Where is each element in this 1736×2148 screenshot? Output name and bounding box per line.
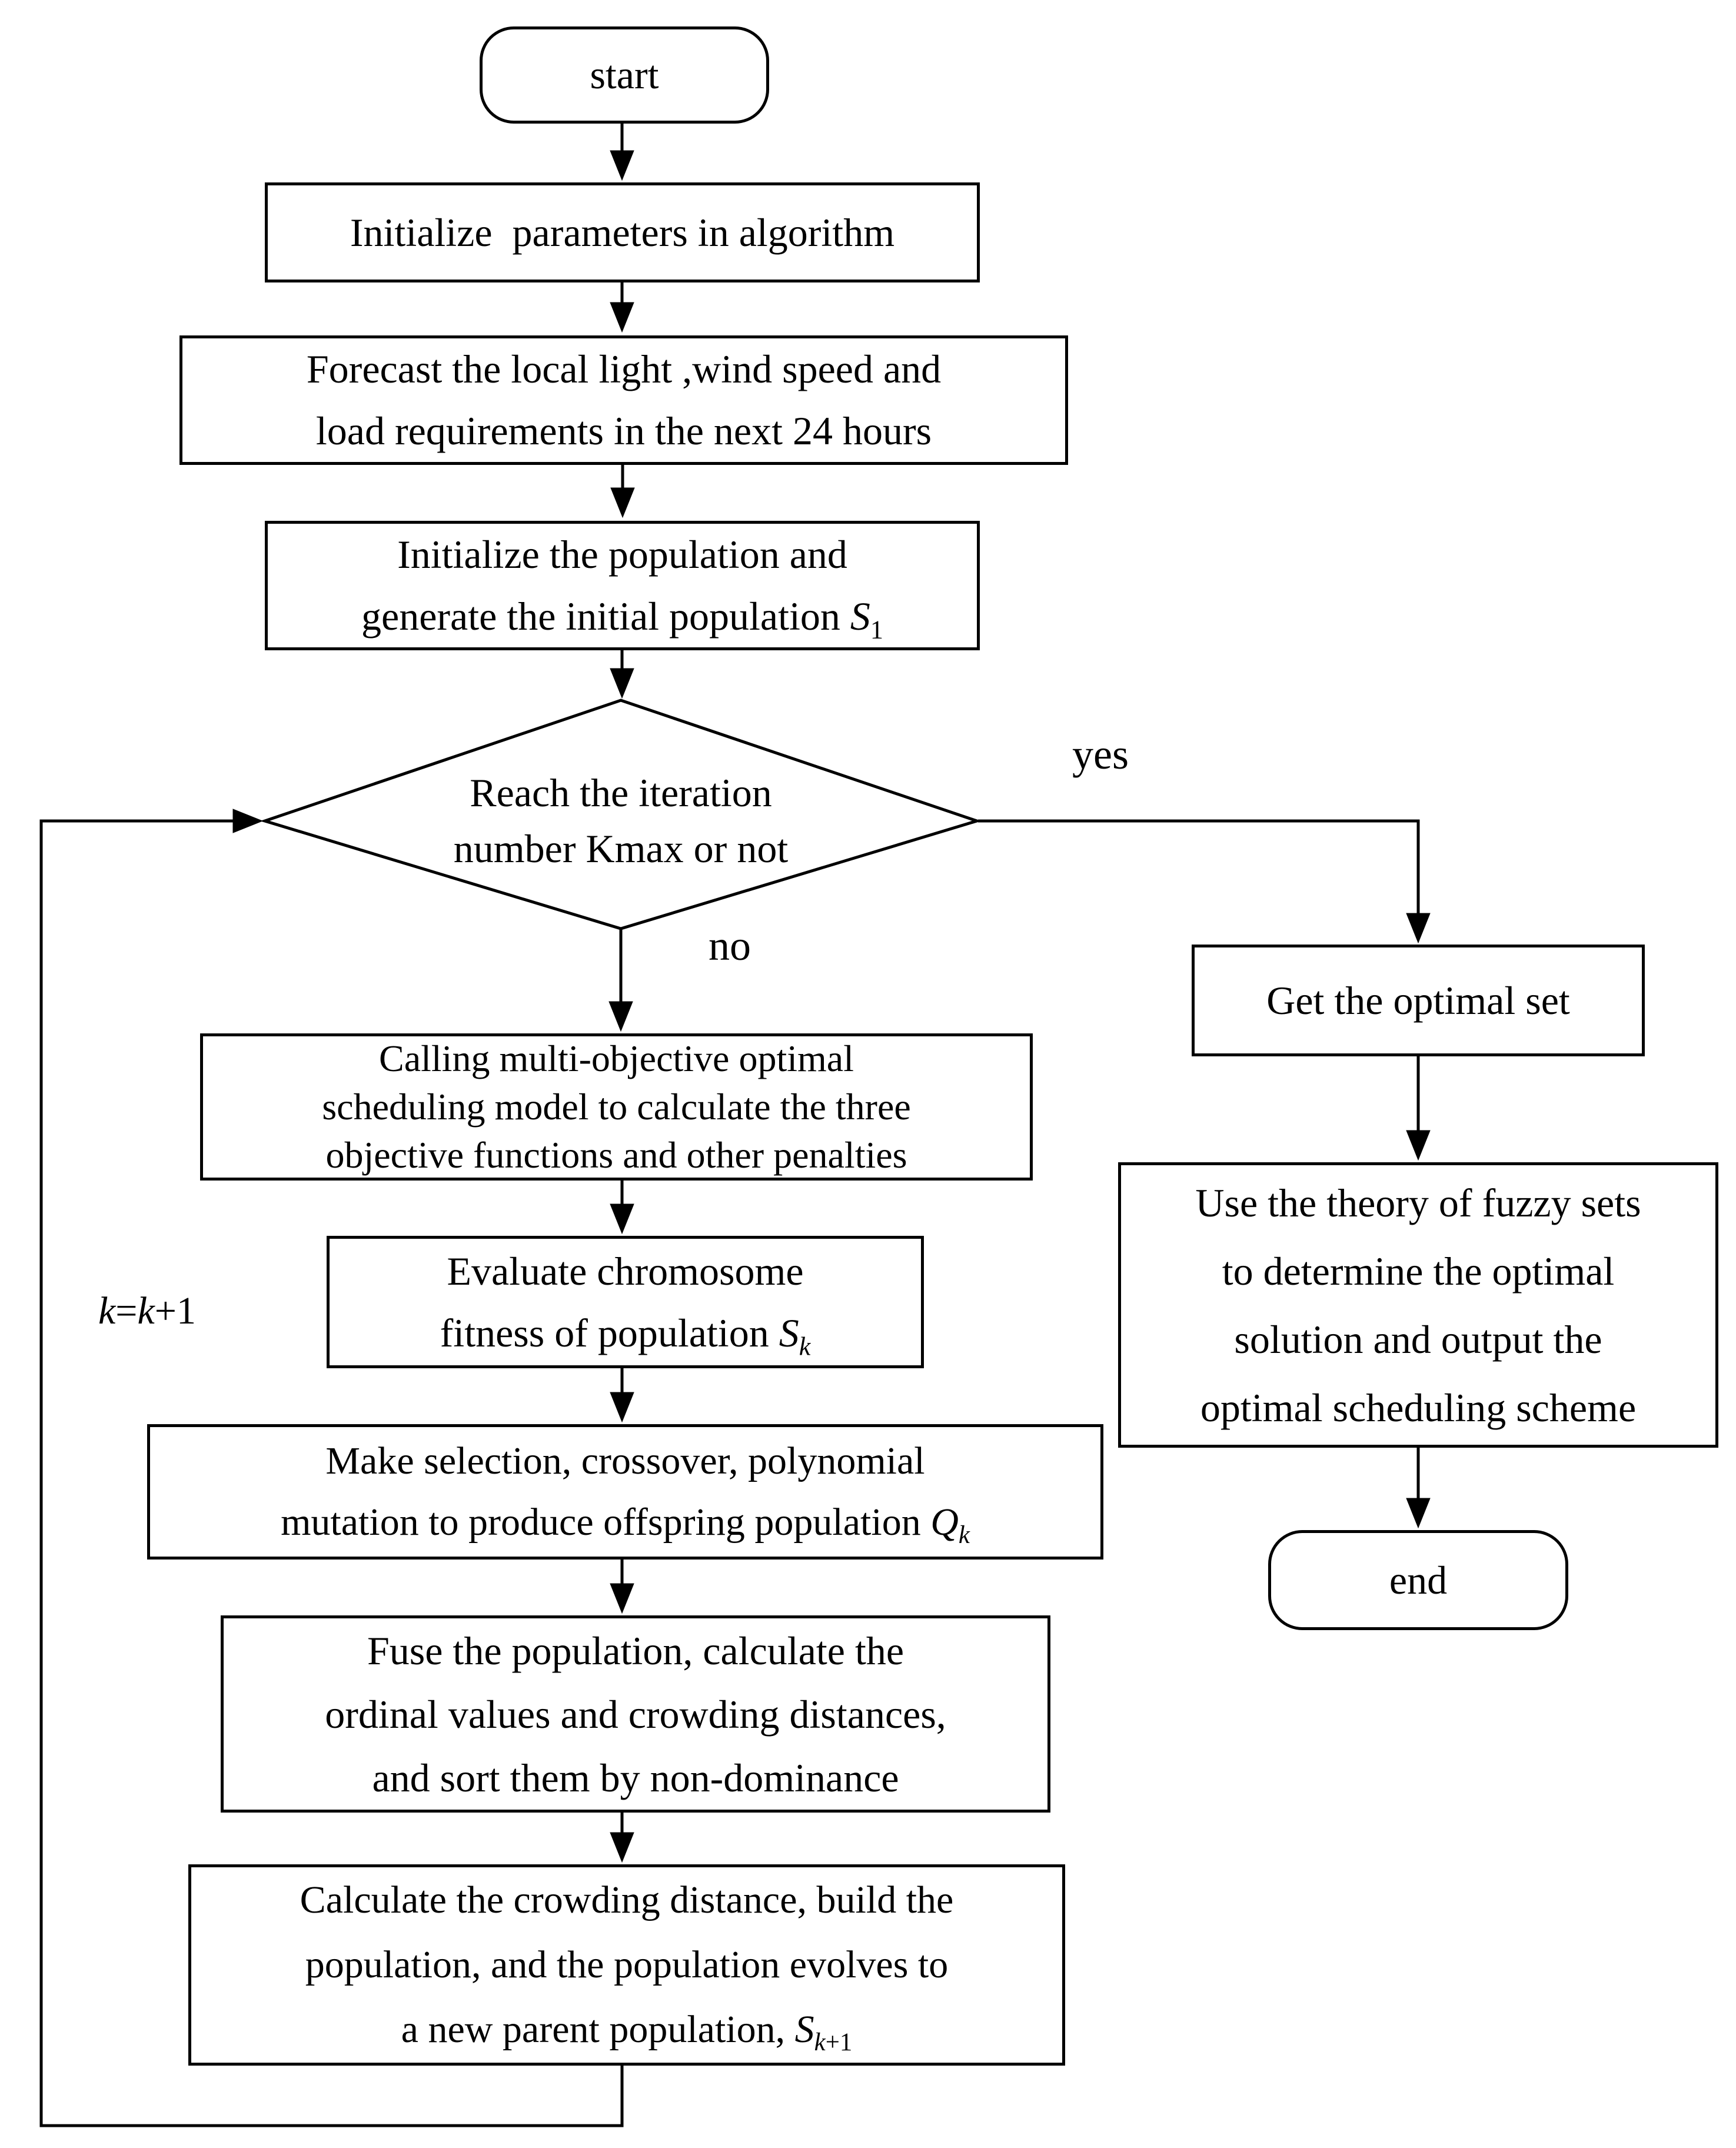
yes-label: yes [1072,731,1129,778]
edge-loop-back-to-decision [39,809,624,2127]
forecast-step: Forecast the local light ,wind speed and… [179,335,1068,465]
end-node: end [1268,1530,1568,1630]
init-params-step: Initialize parameters in algorithm [265,182,980,282]
start-node: start [480,26,769,124]
edge-decision-yes-branch [978,819,1431,944]
no-label: no [709,922,751,969]
loop-counter-label: k=k+1 [98,1289,197,1332]
crowding-distance-step: Calculate the crowding distance, build t… [188,1864,1065,2066]
get-optimal-set-step: Get the optimal set [1192,945,1645,1056]
